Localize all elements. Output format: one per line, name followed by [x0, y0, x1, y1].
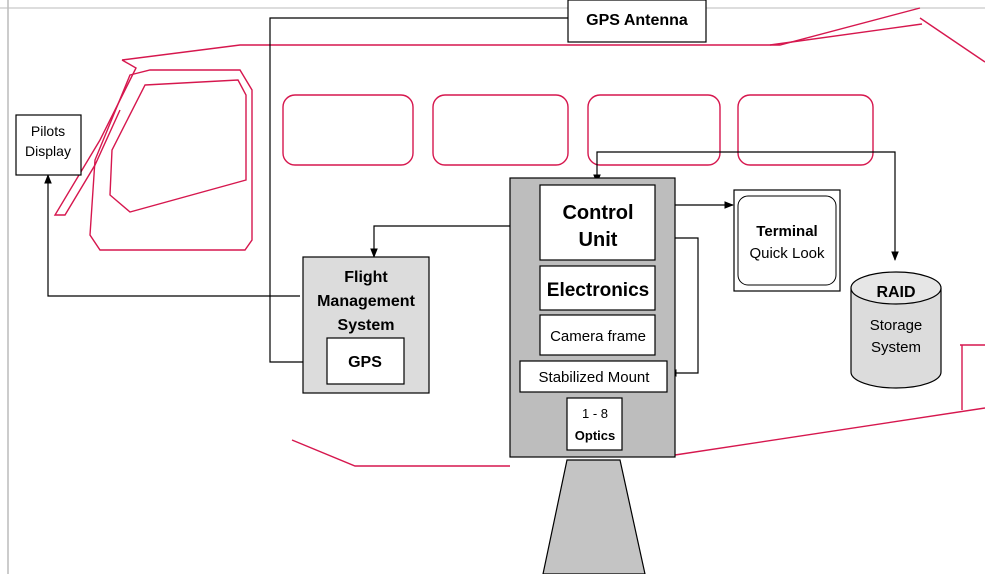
lens-cone [542, 459, 646, 575]
camera-frame-box: Camera frame [539, 314, 656, 356]
wing-root-outline [960, 344, 985, 410]
gps-antenna-box: GPS Antenna [567, 0, 707, 43]
optics-label-line1: 1 - 8 [582, 406, 608, 421]
raid-label-line3: System [871, 339, 921, 356]
electronics-label: Electronics [547, 280, 649, 301]
belly-line-right [674, 407, 985, 456]
tail-line [919, 17, 985, 63]
stabilized-mount-label: Stabilized Mount [539, 369, 651, 386]
pilots-display-box: Pilots Display [15, 114, 82, 176]
gps-label: GPS [348, 354, 382, 371]
stabilized-mount-box: Stabilized Mount [519, 360, 668, 393]
control-unit-box: Control Unit [539, 184, 656, 261]
connectors [44, 17, 899, 377]
camera-housing: Control Unit Electronics Camera frame St… [509, 177, 676, 458]
control-unit-label-line1: Control [562, 202, 633, 224]
optics-label-line2: Optics [575, 428, 615, 443]
fms-to-pilots-display-connector [44, 174, 300, 297]
fms-control-unit-connector [370, 222, 539, 258]
pilots-display-label-line1: Pilots [31, 123, 65, 139]
fms-label-line1: Flight [344, 269, 388, 286]
camera-frame-label: Camera frame [550, 328, 646, 345]
cockpit-outer-frame [89, 69, 253, 251]
terminal-box: Terminal Quick Look [733, 189, 841, 292]
cabin-window-4 [737, 94, 874, 166]
cabin-window-3 [587, 94, 721, 166]
raid-storage-cylinder: RAID Storage System [850, 271, 942, 389]
control-unit-raid-connector [593, 151, 899, 261]
optics-box: 1 - 8 Optics [566, 397, 623, 451]
fuselage-top-line [121, 7, 921, 61]
belly-line-left [291, 439, 510, 467]
raid-label-line2: Storage [870, 317, 923, 334]
cabin-window-2 [432, 94, 569, 166]
terminal-label-line2: Quick Look [749, 245, 825, 262]
terminal-label-line1: Terminal [756, 223, 817, 240]
control-unit-label-line2: Unit [579, 229, 618, 251]
control-unit-mount-connector [665, 234, 699, 377]
gps-box: GPS [326, 337, 405, 385]
cabin-window-1 [282, 94, 414, 166]
gps-antenna-label: GPS Antenna [586, 12, 688, 29]
cockpit-window [109, 79, 247, 213]
electronics-box: Electronics [539, 265, 656, 311]
flight-management-system-box: Flight Management System GPS [302, 256, 430, 394]
antenna-to-gps-connector [269, 17, 568, 366]
pilots-display-label-line2: Display [25, 143, 71, 159]
raid-label-line1: RAID [876, 284, 915, 301]
aircraft-outline [53, 7, 985, 467]
tail-line-inner [769, 23, 923, 46]
fms-label-line3: System [338, 317, 395, 334]
fms-label-line2: Management [317, 293, 415, 310]
